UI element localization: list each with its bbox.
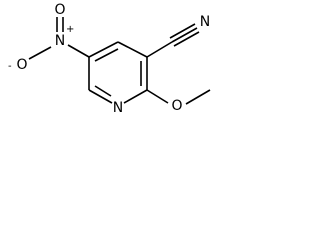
chemical-structure: N O N N + O O - [8, 2, 211, 116]
nitro-left-oxygen-charge: - [8, 61, 12, 72]
bond-nitrile-triple-3 [173, 31, 200, 47]
bond-oxygen-to-methyl [185, 89, 211, 105]
nitro-nitrogen-label: N [55, 33, 65, 49]
bond-nitrile-triple-2 [169, 23, 196, 39]
bond-ring-to-nitrile-carbon [146, 41, 173, 58]
bond-ring-top-left-double [94, 48, 119, 62]
bond-ring-bottom-left [88, 89, 113, 104]
ring-nitrogen-label: N [113, 100, 123, 116]
bond-nitrile-triple-1 [171, 27, 198, 43]
nitro-nitrogen-charge: + [66, 24, 74, 35]
bond-ring-top-right [117, 41, 148, 58]
bond-nitro-to-left-oxygen [28, 46, 52, 60]
methoxy-group: O [146, 89, 211, 114]
cyano-group: N [146, 14, 210, 58]
methoxy-oxygen-label: O [171, 98, 182, 114]
nitro-left-oxygen-label: O [16, 57, 27, 73]
pyridine-ring [88, 41, 148, 104]
nitro-top-oxygen-label: O [54, 2, 65, 18]
bond-ring-bottom-left-double [94, 85, 112, 97]
nitro-group: N + O O - [8, 2, 90, 73]
cyano-nitrogen-label: N [200, 14, 210, 30]
bond-ring-to-nitro-nitrogen [67, 44, 90, 58]
bond-ring-bottom-right [123, 89, 148, 104]
bond-ring-to-oxygen [146, 89, 169, 104]
bond-ring-top-left [88, 41, 119, 58]
